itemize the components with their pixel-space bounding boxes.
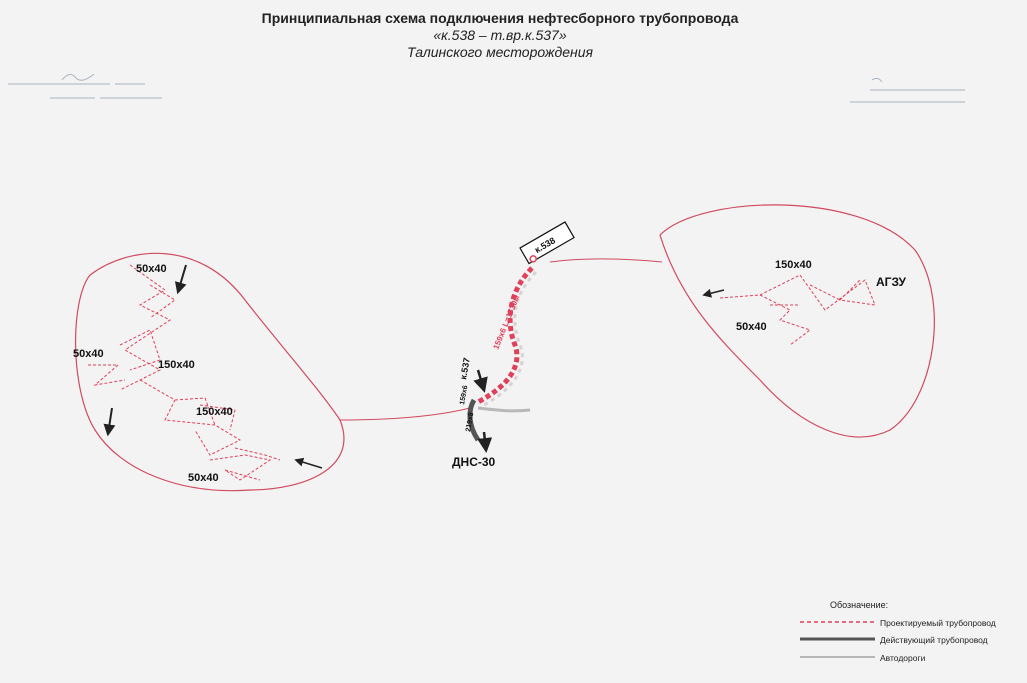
label-left-50x40-mid: 50x40 — [73, 348, 104, 360]
arrow-left-down — [103, 407, 116, 437]
right-well-pad-outline — [659, 204, 935, 438]
signature-block-left — [8, 73, 162, 99]
pipe-spec-label: 159х6 L=1730м — [492, 294, 522, 351]
label-right-50x40: 50x40 — [736, 321, 767, 333]
dns30-label: ДНС-30 — [452, 455, 496, 469]
legend-title: Обозначение: — [830, 600, 889, 610]
agzu-label: АГЗУ — [876, 275, 907, 289]
field-name: Талинского месторождения — [407, 44, 593, 60]
label-right-150x40: 150x40 — [775, 259, 812, 271]
arrow-left-top — [174, 264, 187, 295]
arrow-to-dns — [477, 431, 493, 453]
arrow-left-in — [294, 457, 323, 469]
diagram-title: Принципиальная схема подключения нефтесб… — [261, 10, 739, 26]
legend-label-road: Автодороги — [880, 653, 926, 663]
existing-pipeline — [467, 398, 481, 442]
road-line — [477, 406, 531, 413]
connector-left — [339, 407, 471, 421]
left-well-pad-outline — [75, 252, 345, 492]
signature-block-right — [850, 77, 965, 103]
d219-label: 219х8 — [465, 412, 475, 432]
label-left-150x40-b: 150x40 — [196, 406, 233, 418]
legend-label-existing: Действующий трубопровод — [880, 635, 988, 645]
k537-label: к.537 — [458, 357, 472, 380]
label-left-150x40-a: 150x40 — [158, 359, 195, 371]
well-k538: к.538 — [519, 221, 575, 265]
arrow-k537 — [473, 369, 488, 393]
arrow-right-out — [702, 288, 725, 298]
right-pad-pipelines — [719, 274, 876, 346]
label-left-50x40-top: 50x40 — [136, 263, 167, 275]
left-pad-pipelines — [88, 264, 281, 481]
diagram-subtitle: «к.538 – т.вр.к.537» — [433, 27, 567, 43]
connector-right — [549, 258, 663, 263]
projected-pipeline — [476, 266, 534, 405]
legend-label-projected: Проектируемый трубопровод — [880, 618, 996, 628]
label-left-50x40-bottom: 50x40 — [188, 472, 219, 484]
d159-label: 159х6 — [459, 385, 469, 405]
